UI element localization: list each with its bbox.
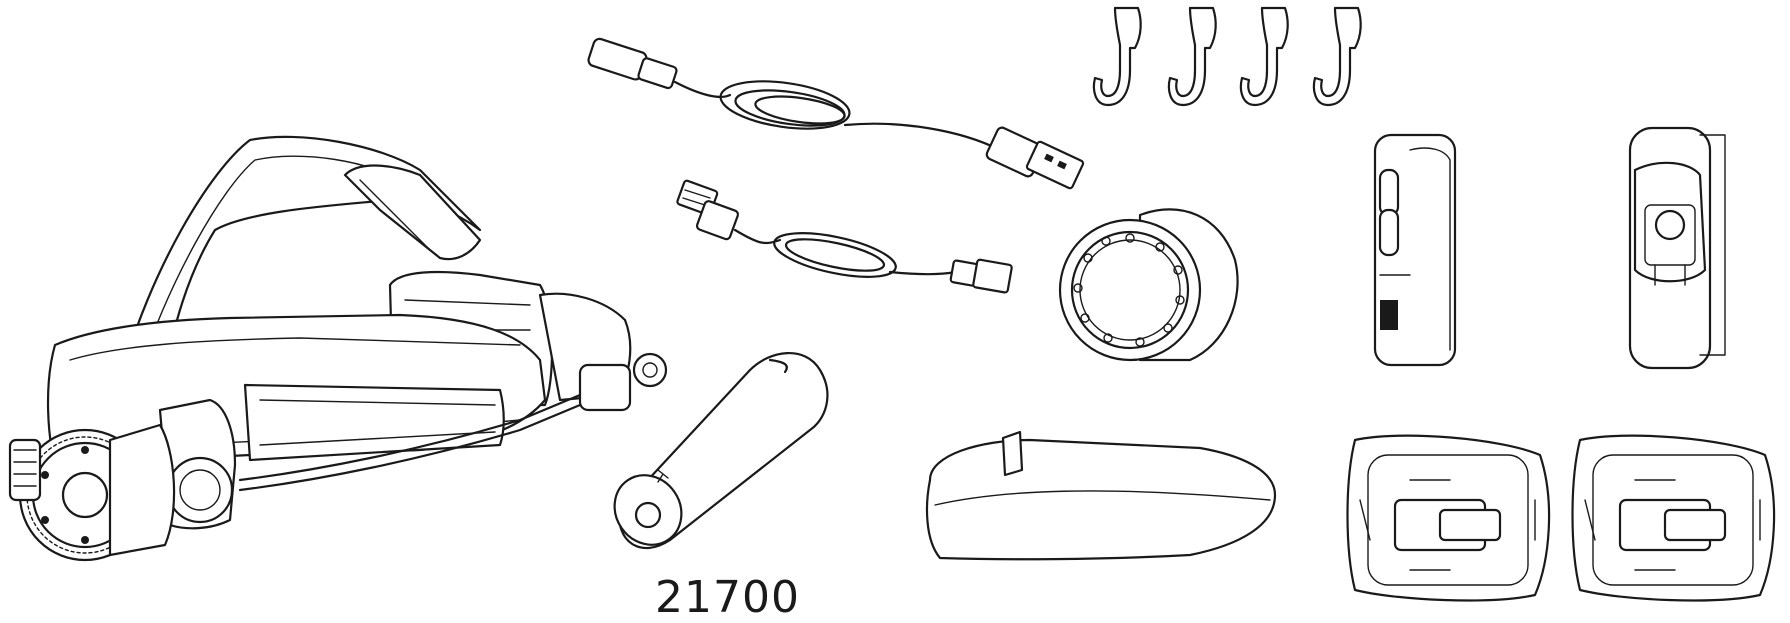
cable-hooks (1092, 6, 1362, 107)
belt-clip (1628, 126, 1726, 370)
lens-filter-cap (1058, 208, 1239, 362)
battery-type-label: 21700 (655, 572, 800, 623)
battery-case (1373, 133, 1457, 367)
headlamp (8, 135, 668, 562)
usb-magnetic-charging-cable (587, 37, 1085, 190)
usb-c-charging-cable (676, 179, 1013, 294)
battery-21700 (613, 352, 829, 550)
spare-headband (925, 430, 1277, 561)
helmet-mount-1 (1346, 434, 1551, 602)
helmet-mount-2 (1571, 434, 1776, 602)
